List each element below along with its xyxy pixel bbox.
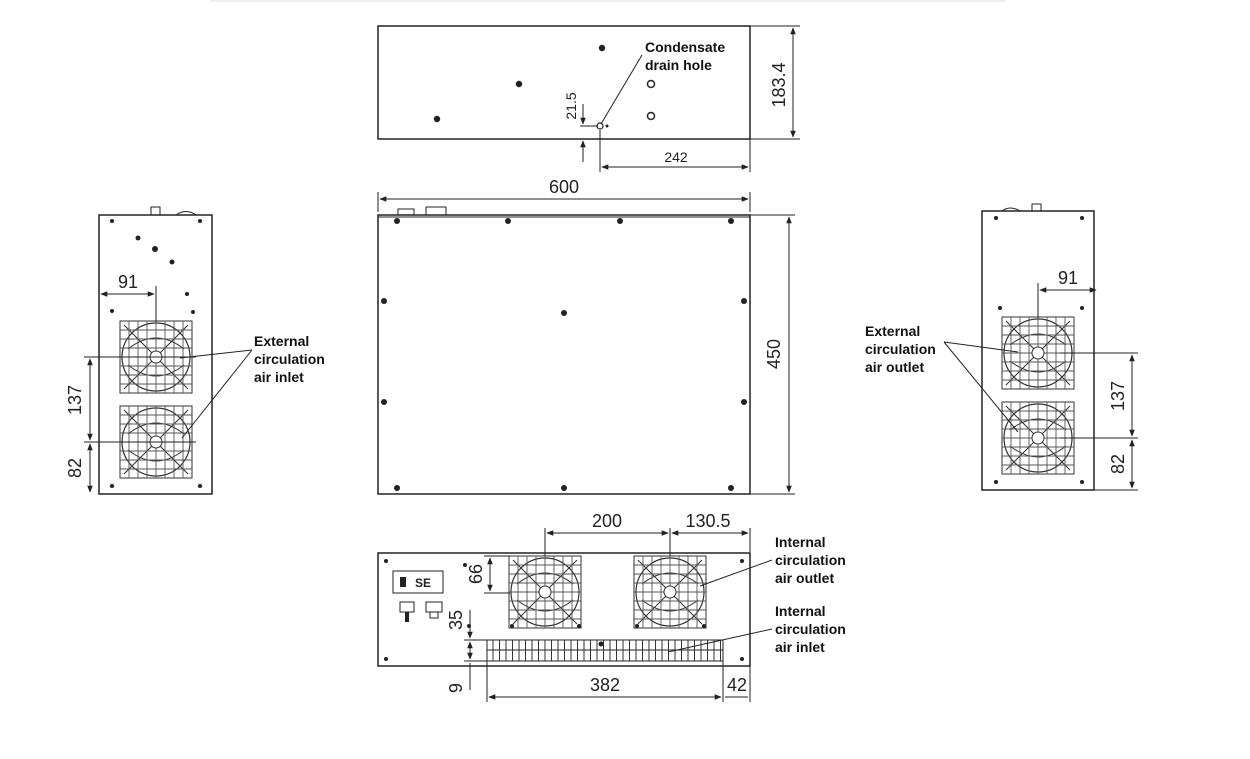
bottom-view-outline [377,552,751,667]
top-view-outline [377,25,751,140]
dim-35: 35 [446,610,466,630]
dim-450: 450 [764,339,784,369]
dim-42: 42 [727,675,747,695]
top-hole [646,111,656,121]
left-view: 91 137 82 External circulation air inlet [65,206,325,495]
left-dim-91: 91 [118,272,138,292]
outlet-callout-line3: air outlet [775,570,834,586]
right-callout-line1: External [865,323,920,339]
bottom-view: 200 130.5 SE 66 [377,511,846,702]
inlet-callout-line3: air inlet [775,639,825,655]
right-view-outline [981,210,1095,491]
dim-130-5: 130.5 [685,511,730,531]
left-dim-82: 82 [65,458,85,478]
dim-200: 200 [592,511,622,531]
vent-slots [492,640,721,661]
left-callout-line3: air inlet [254,369,304,385]
drain-callout-line2: drain hole [645,57,712,73]
panel-indicator [400,577,406,587]
dim-9: 9 [446,683,466,693]
connector [425,206,447,216]
dim-66: 66 [466,564,486,584]
drain-callout-line1: Condensate [645,39,725,55]
top-view: Condensate drain hole 183.4 21.5 242 [377,25,800,172]
dim-382: 382 [590,675,620,695]
bottom-fan-right [633,555,707,629]
left-callout-line1: External [254,333,309,349]
top-screw [598,44,606,52]
left-callout-line2: circulation [254,351,325,367]
dim-242: 242 [664,149,688,165]
left-dim-137: 137 [65,385,85,415]
connector [397,208,415,216]
outlet-callout-line2: circulation [775,552,846,568]
right-dim-82: 82 [1108,454,1128,474]
bottom-fan-left [508,555,582,629]
drain-hole-mark [605,124,609,128]
drain-callout-leader [600,54,643,125]
top-screw [433,115,441,123]
dim-183-4: 183.4 [769,62,789,107]
inlet-callout-line2: circulation [775,621,846,637]
right-dim-137: 137 [1108,381,1128,411]
top-screw [515,80,523,88]
front-view-outline [377,214,751,495]
dim-600: 600 [549,177,579,197]
outlet-callout-line1: Internal [775,534,826,550]
right-dim-91: 91 [1058,268,1078,288]
inlet-callout-line1: Internal [775,603,826,619]
front-view: 600 450 [377,177,795,495]
dim-21-5: 21.5 [563,92,579,119]
right-callout-line2: circulation [865,341,936,357]
panel-label: SE [415,576,431,590]
right-view: 91 137 82 External circulation air outle… [865,203,1138,491]
control-panel [392,570,444,594]
right-callout-line3: air outlet [865,359,924,375]
top-hole [646,79,656,89]
